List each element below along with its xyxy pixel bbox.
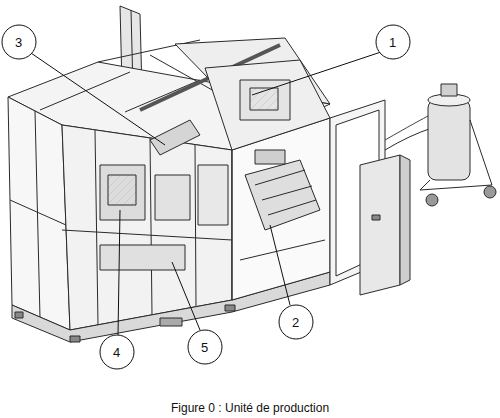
callout-circle bbox=[100, 335, 134, 369]
leader-line bbox=[118, 210, 120, 335]
callout-number: 4 bbox=[113, 346, 120, 359]
leader-line bbox=[172, 262, 200, 330]
callout-number: 1 bbox=[389, 36, 396, 49]
callout-circle bbox=[279, 305, 313, 339]
callout-number: 3 bbox=[15, 36, 22, 49]
machine-frame bbox=[8, 6, 496, 342]
callout-number: 2 bbox=[292, 316, 299, 329]
callout-circle bbox=[2, 25, 36, 59]
leader-line bbox=[270, 225, 290, 305]
callout-circle bbox=[188, 330, 222, 364]
figure-caption: Figure 0 : Unité de production bbox=[171, 402, 329, 414]
callouts bbox=[2, 25, 410, 369]
callout-number: 5 bbox=[201, 341, 208, 354]
callout-circle bbox=[376, 25, 410, 59]
leader-line bbox=[252, 52, 381, 95]
leader-line bbox=[31, 53, 165, 145]
